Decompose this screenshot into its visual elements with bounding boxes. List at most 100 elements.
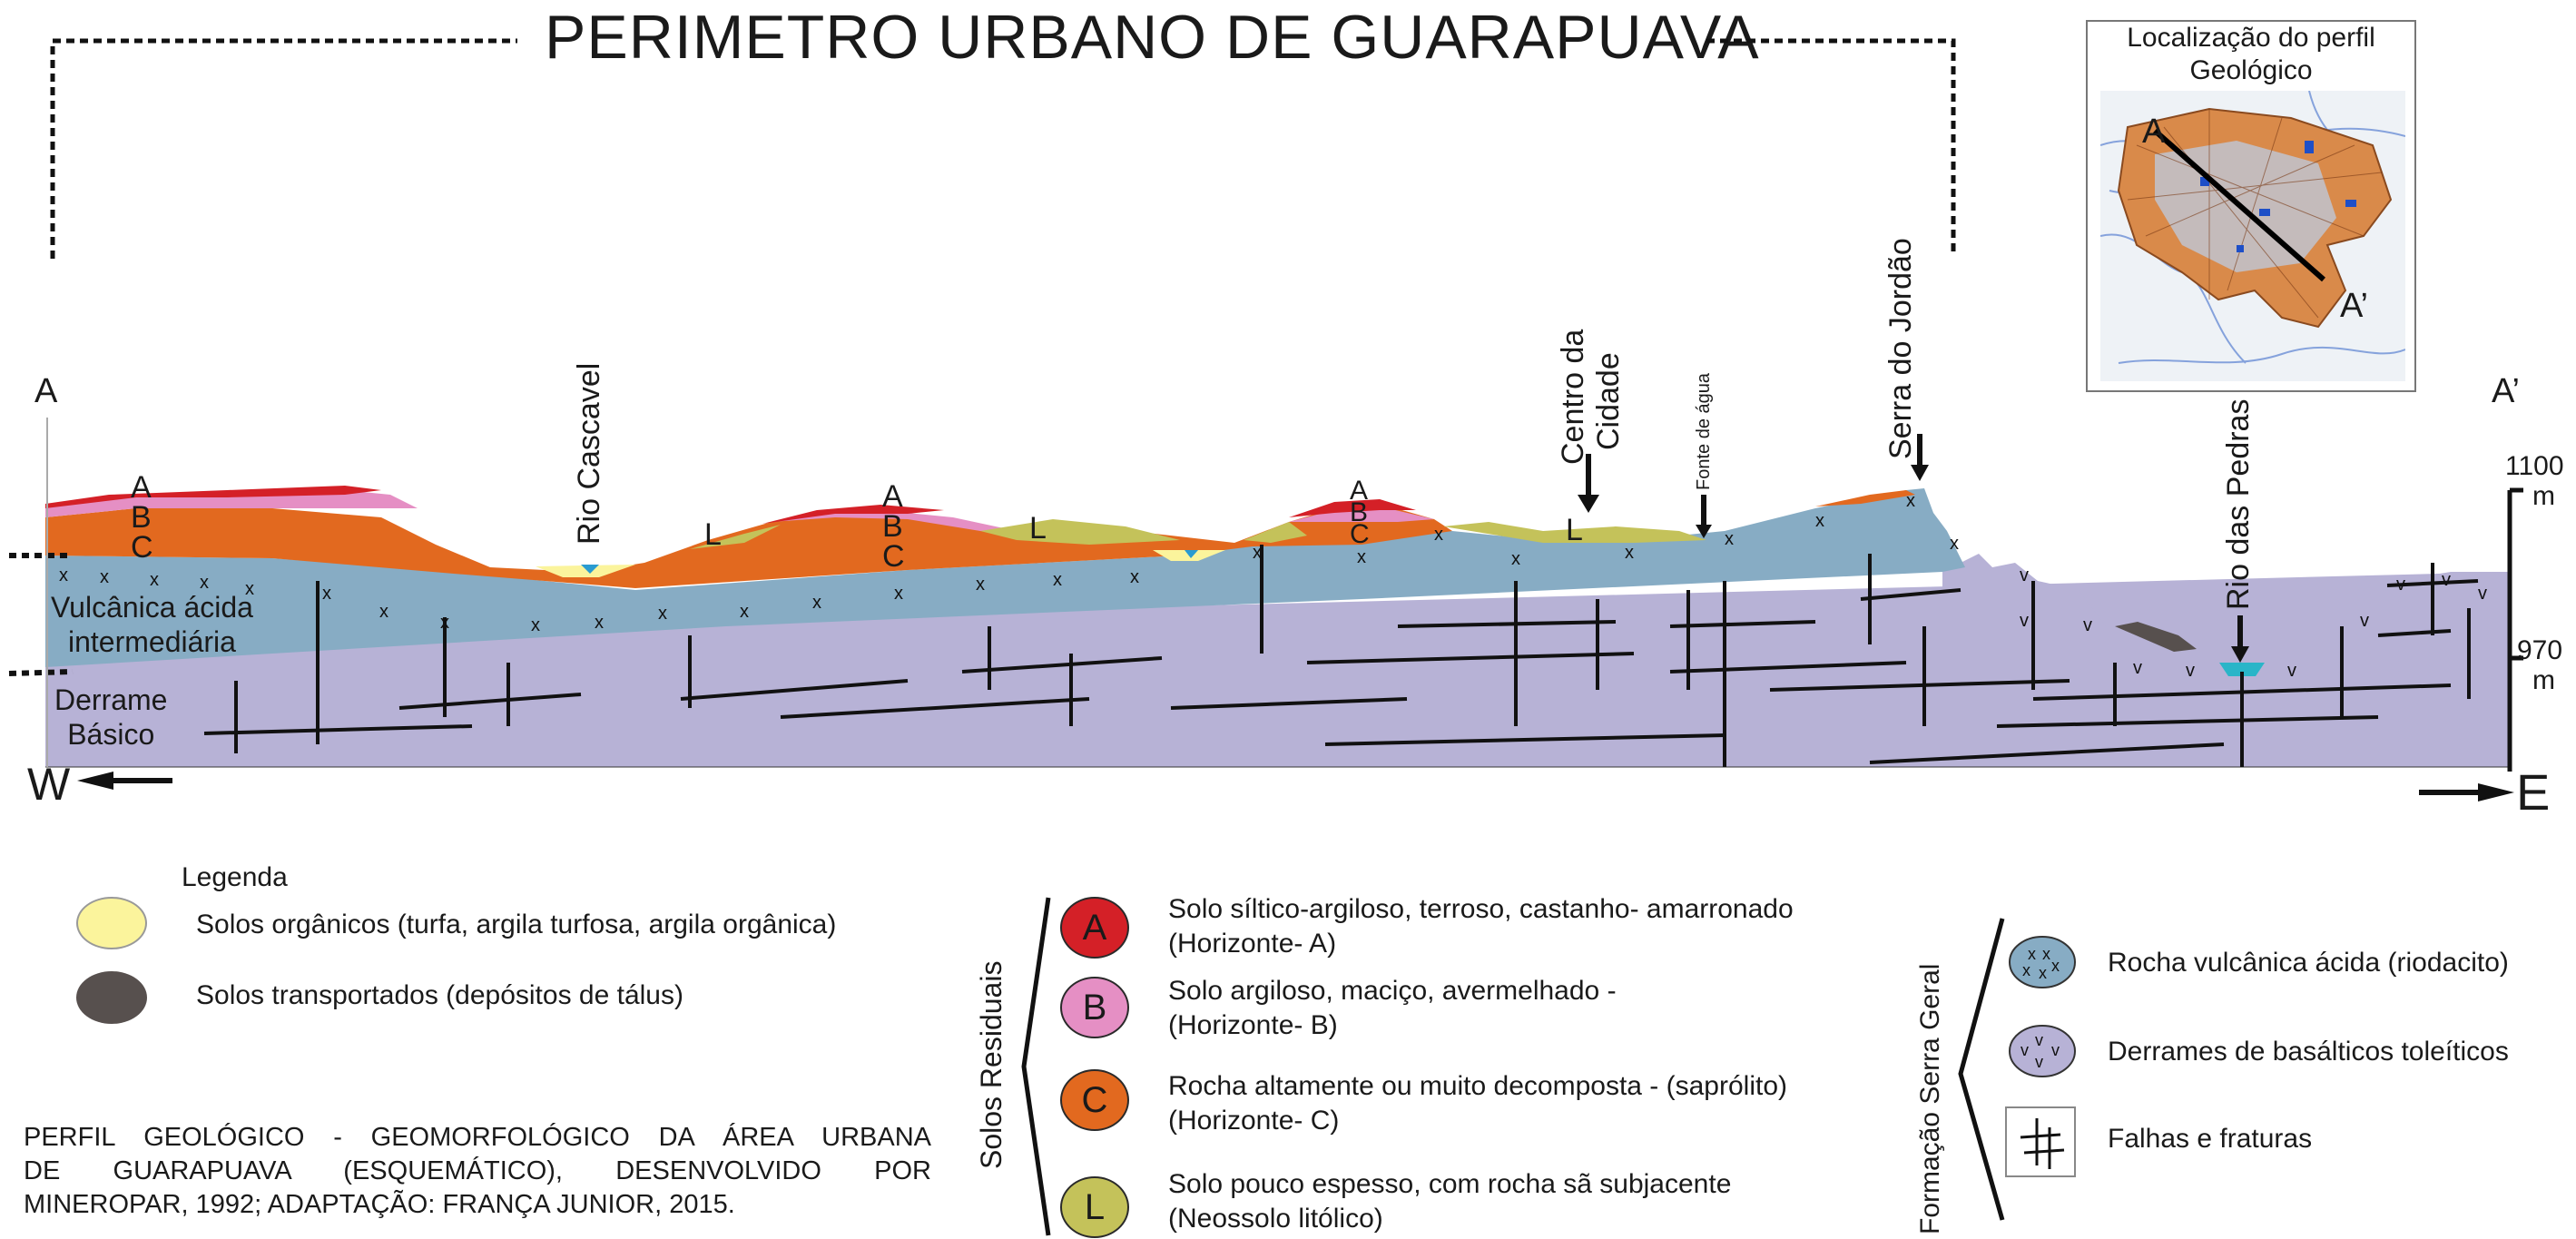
fonte-label: Fonte de água (1694, 373, 1714, 490)
horizon-letter-a-2: A (882, 479, 903, 514)
svg-text:x: x (1357, 547, 1366, 567)
inset-map (2100, 91, 2405, 381)
horizon-letter-c-2: C (882, 539, 905, 574)
inset-title-line2: Geológico (2189, 55, 2313, 85)
svg-text:v: v (2020, 611, 2029, 631)
svg-text:v: v (2083, 615, 2092, 635)
horizon-a (45, 486, 381, 508)
profile-end-a: A (34, 372, 58, 410)
residual-group-label: Solos Residuais (975, 960, 1008, 1169)
svg-text:x: x (2022, 961, 2030, 979)
fault-swatch (2005, 1106, 2076, 1177)
derrame-line1: Derrame (54, 683, 168, 716)
svg-text:x: x (1950, 534, 1959, 554)
svg-text:v: v (2360, 611, 2369, 631)
horizon-letter-a-3: A (1350, 476, 1369, 506)
organic-soil-swatch (76, 897, 147, 949)
svg-text:v: v (2287, 661, 2296, 681)
svg-text:x: x (1434, 525, 1443, 545)
svg-text:v: v (2186, 661, 2195, 681)
diagram-title: PERIMETRO URBANO DE GUARAPUAVA (545, 3, 1760, 72)
svg-text:x: x (595, 613, 604, 633)
elevation-1100-unit: m (2532, 481, 2555, 511)
serra-jordao-label: Serra do Jordão (1883, 238, 1918, 459)
legend-acid-rock-text: Rocha vulcânica ácida (riodacito) (2108, 948, 2509, 978)
svg-text:x: x (976, 575, 985, 595)
svg-text:x: x (322, 584, 331, 604)
svg-text:v: v (2396, 575, 2405, 595)
svg-text:v: v (2478, 584, 2487, 604)
elevation-970-unit: m (2532, 665, 2555, 695)
talus-deposit (2115, 622, 2197, 652)
organic-soil-cascavel (536, 565, 635, 577)
svg-text:x: x (1130, 567, 1139, 587)
svg-text:x: x (2039, 964, 2047, 982)
legend-transported-text: Solos transportados (depósitos de tálus) (196, 980, 683, 1010)
svg-text:x: x (531, 615, 540, 635)
svg-text:x: x (200, 573, 209, 593)
centro-label-line2: Cidade (1591, 352, 1626, 450)
vulcanica-line2: intermediária (67, 625, 236, 658)
legend-organic-text: Solos orgânicos (turfa, argila turfosa, … (196, 910, 837, 939)
residual-bracket (1021, 897, 1051, 1236)
vulcanica-line1: Vulcânica ácida (51, 591, 253, 624)
svg-text:x: x (1053, 570, 1062, 590)
legend-swatch-a: A (1060, 897, 1129, 959)
svg-text:x: x (1253, 543, 1262, 563)
centro-label-line1: Centro da (1556, 329, 1590, 465)
legend-l-line1: Solo pouco espesso, com rocha sã subjace… (1168, 1169, 1732, 1199)
svg-text:v: v (2035, 1031, 2043, 1049)
label-l-1: L (704, 517, 722, 552)
east-label: E (2516, 763, 2551, 821)
legend-swatch-c: C (1060, 1069, 1129, 1131)
svg-text:x: x (1906, 491, 1915, 511)
horizon-letter-b-2: B (882, 509, 903, 544)
svg-text:x: x (2042, 945, 2050, 963)
citation-line3: MINEROPAR, 1992; ADAPTAÇÃO: FRANÇA JUNIO… (24, 1190, 735, 1219)
svg-text:x: x (740, 602, 749, 622)
legend-b-line2: (Horizonte- B) (1168, 1010, 1338, 1040)
legend-swatch-b: B (1060, 977, 1129, 1038)
legend-l-line2: (Neossolo litólico) (1168, 1204, 1383, 1234)
citation: PERFIL GEOLÓGICO - GEOMORFOLÓGICO DA ÁRE… (24, 1121, 931, 1222)
svg-text:x: x (2051, 957, 2060, 975)
elevation-970: 970 (2517, 635, 2563, 665)
horizon-letter-b-1: B (131, 500, 152, 535)
svg-text:x: x (812, 593, 821, 613)
horizon-letter-c-3: C (1350, 519, 1370, 549)
svg-text:x: x (59, 565, 68, 585)
svg-text:v: v (2035, 1053, 2043, 1071)
transported-soil-swatch (76, 971, 147, 1024)
inset-label-a-prime: A’ (2340, 287, 2368, 325)
horizon-letter-b-3: B (1350, 497, 1369, 527)
svg-text:x: x (100, 567, 109, 587)
formation-bracket (1958, 918, 2005, 1221)
inset-label-a: A (2142, 113, 2166, 151)
horizon-letter-a-1: A (131, 470, 152, 505)
svg-text:x: x (150, 570, 159, 590)
legend-a-line2: (Horizonte- A) (1168, 929, 1337, 959)
vulcanica-label: Vulcânica ácida intermediária (51, 590, 253, 659)
west-label: W (27, 759, 71, 810)
svg-text:v: v (2133, 658, 2142, 678)
svg-text:x: x (894, 584, 903, 604)
svg-text:v: v (2051, 1041, 2060, 1059)
svg-text:x: x (379, 602, 388, 622)
derrame-line2: Básico (67, 718, 155, 751)
legend-b-line1: Solo argiloso, maciço, avermelhado - (1168, 976, 1617, 1006)
horizon-letter-c-1: C (131, 530, 153, 565)
citation-line1: PERFIL GEOLÓGICO - GEOMORFOLÓGICO DA ÁRE… (24, 1123, 931, 1152)
legend-a-line1: Solo síltico-argiloso, terroso, castanho… (1168, 894, 1794, 924)
rio-cascavel-label: Rio Cascavel (572, 362, 606, 545)
location-inset: Localização do perfil Geológico A A’ (2086, 20, 2416, 392)
citation-line2: DE GUARAPUAVA (ESQUEMÁTICO), DESENVOLVID… (24, 1156, 931, 1185)
svg-text:v: v (2020, 565, 2029, 585)
inset-title-line1: Localização do perfil (2127, 23, 2375, 53)
svg-text:x: x (1815, 511, 1824, 531)
svg-text:x: x (1625, 543, 1634, 563)
legend-c-line1: Rocha altamente ou muito decomposta - (s… (1168, 1071, 1788, 1101)
bracket-left (50, 38, 517, 259)
